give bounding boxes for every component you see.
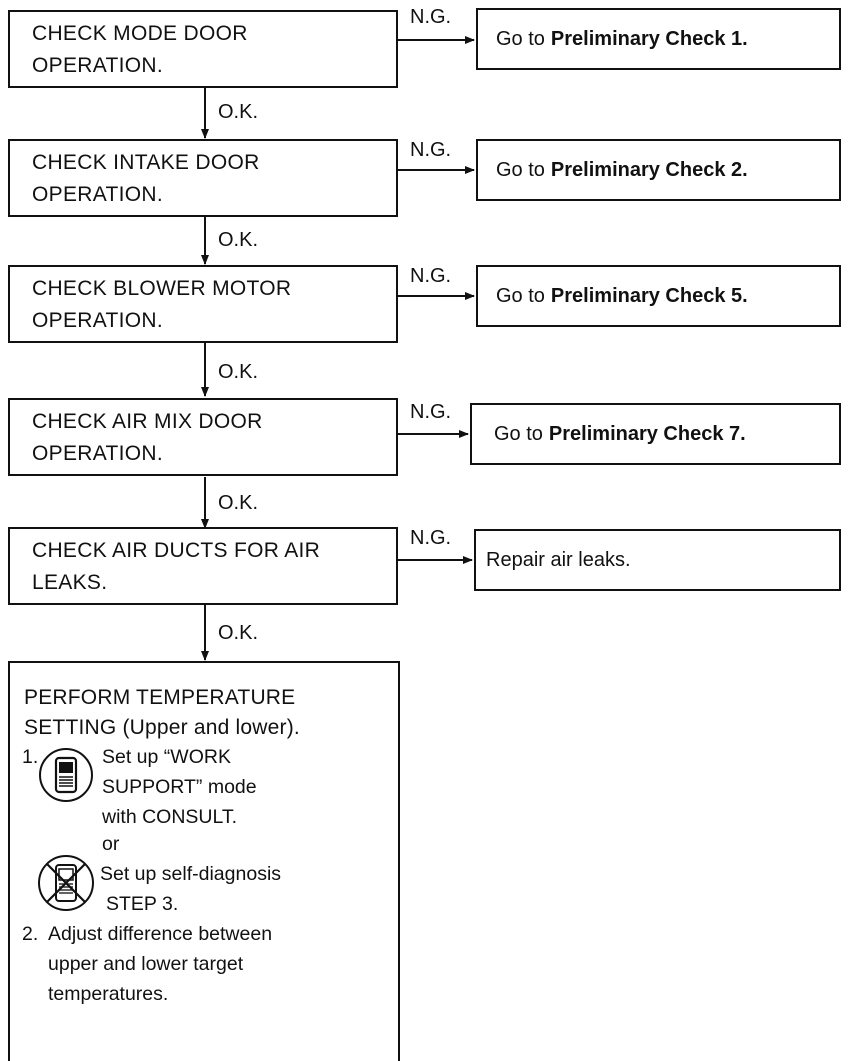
ok-label: O.K. <box>218 492 259 514</box>
step-text: CHECK AIR DUCTS FOR AIR LEAKS. <box>32 539 321 594</box>
step-box-air-mix-door: CHECK AIR MIX DOOR OPERATION. <box>8 398 398 476</box>
ok-label: O.K. <box>218 101 259 123</box>
result-box-5: Repair air leaks. <box>474 529 841 591</box>
result-text: Repair air leaks. <box>486 548 631 571</box>
ng-label: N.G. <box>410 265 452 287</box>
consult-tester-icon <box>38 747 94 803</box>
ok-label: O.K. <box>218 361 259 383</box>
item-2-number: 2. <box>22 923 39 945</box>
step-box-mode-door: CHECK MODE DOOR OPERATION. <box>8 10 398 88</box>
step-text: CHECK INTAKE DOOR OPERATION. <box>32 151 260 206</box>
item-2-line-1: Adjust difference between <box>48 923 273 945</box>
step-box-blower-motor: CHECK BLOWER MOTOR OPERATION. <box>8 265 398 343</box>
step-box-intake-door: CHECK INTAKE DOOR OPERATION. <box>8 139 398 217</box>
step-text: CHECK BLOWER MOTOR OPERATION. <box>32 277 292 332</box>
item-2-line-3: temperatures. <box>48 983 169 1005</box>
ng-label: N.G. <box>410 6 452 28</box>
or-text: or <box>102 833 120 855</box>
step-text: CHECK MODE DOOR OPERATION. <box>32 22 248 77</box>
step-box-temperature-setting: PERFORM TEMPERATURE SETTING (Upper and l… <box>8 661 400 1061</box>
final-title: PERFORM TEMPERATURE SETTING (Upper and l… <box>24 686 300 739</box>
consult-line-3: with CONSULT. <box>102 806 238 828</box>
no-consult-tester-icon <box>36 853 96 913</box>
ng-label: N.G. <box>410 401 452 423</box>
self-diagnosis-line-1: Set up self-diagnosis <box>100 863 282 885</box>
ng-label: N.G. <box>410 527 452 549</box>
step-text: CHECK AIR MIX DOOR OPERATION. <box>32 410 263 465</box>
ng-label: N.G. <box>410 139 452 161</box>
item-2-line-2: upper and lower target <box>48 953 244 975</box>
consult-line-1: Set up “WORK <box>102 746 231 768</box>
ok-label: O.K. <box>218 229 259 251</box>
ok-label: O.K. <box>218 622 259 644</box>
step-box-air-ducts: CHECK AIR DUCTS FOR AIR LEAKS. <box>8 527 398 605</box>
item-1-number: 1. <box>22 746 39 768</box>
consult-line-2: SUPPORT” mode <box>102 776 257 798</box>
self-diagnosis-line-2: STEP 3. <box>106 893 179 915</box>
